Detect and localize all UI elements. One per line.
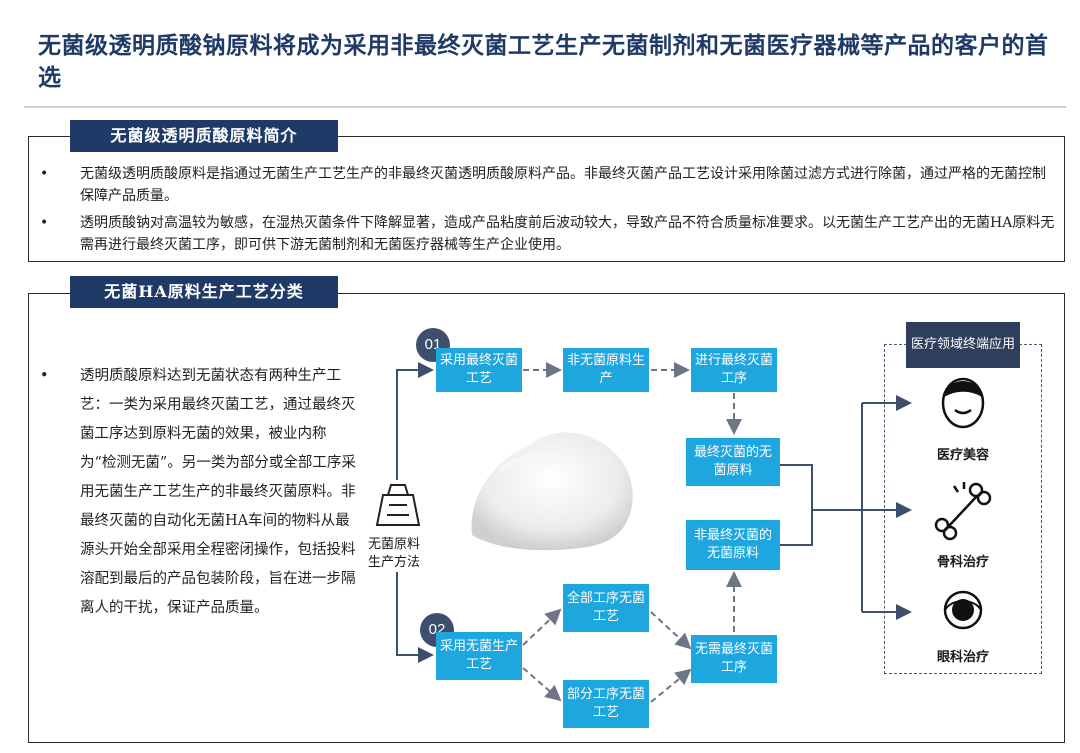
- node-aseptic-process: 采用无菌生产工艺: [436, 632, 522, 680]
- link-r2-d: [650, 668, 692, 703]
- node-terminal-process: 采用最终灭菌工艺: [436, 348, 522, 392]
- link-r2-c: [650, 611, 692, 650]
- app-label-orthopedics: 骨科治疗: [936, 555, 989, 570]
- process-bullet: • 透明质酸原料达到无菌状态有两种生产工艺：一类为采用最终灭菌工艺，通过最终灭菌…: [40, 362, 360, 623]
- intro-panel: [28, 136, 1065, 262]
- app-label-aesthetics: 医疗美容: [936, 448, 989, 463]
- process-section-tag: 无菌HA原料生产工艺分类: [70, 276, 338, 308]
- page-title: 无菌级透明质酸钠原料将成为采用非最终灭菌工艺生产无菌制剂和无菌医疗器械等产品的客…: [38, 32, 1049, 91]
- node-do-terminal: 进行最终灭菌工序: [691, 348, 777, 392]
- bone-icon: [934, 482, 992, 541]
- face-icon: [941, 377, 985, 429]
- route1-arrow: [396, 362, 434, 480]
- title-divider: [24, 106, 1066, 108]
- intro-bullet-1: • 无菌级透明质酸原料是指通过无菌生产工艺生产的非最终灭菌透明质酸原料产品。非最…: [40, 163, 1055, 207]
- applications-header: 医疗领域终端应用: [906, 322, 1020, 368]
- intro-bullet-2-text: 透明质酸钠对高温较为敏感，在湿热灭菌条件下降解显著，造成产品粘度前后波动较大，导…: [80, 215, 1055, 253]
- node-non-sterile-raw: 非无菌原料生产: [563, 348, 649, 392]
- applications-frame: [884, 344, 1042, 674]
- bullet-dot: •: [40, 166, 49, 182]
- bullet-dot: •: [40, 368, 49, 384]
- node-terminal-raw: 最终灭菌的无菌原料: [686, 438, 780, 486]
- link-r2-b: [522, 667, 562, 702]
- process-bullet-text: 透明质酸原料达到无菌状态有两种生产工艺：一类为采用最终灭菌工艺，通过最终灭菌工序…: [80, 368, 356, 616]
- route2-arrow: [396, 572, 434, 663]
- link-r2-a: [522, 608, 562, 646]
- node-all-steps: 全部工序无菌工艺: [563, 584, 649, 632]
- intro-bullet-2: • 透明质酸钠对高温较为敏感，在湿热灭菌条件下降解显著，造成产品粘度前后波动较大…: [40, 212, 1055, 256]
- intro-section-tag: 无菌级透明质酸原料简介: [70, 120, 338, 152]
- eye-icon: [943, 590, 983, 630]
- app-label-ophthalmology: 眼科治疗: [936, 650, 989, 665]
- intro-bullet-1-text: 无菌级透明质酸原料是指通过无菌生产工艺生产的非最终灭菌透明质酸原料产品。非最终灭…: [80, 166, 1046, 204]
- source-label: 无菌原料生产方法: [367, 537, 420, 570]
- powder-image: [471, 432, 633, 551]
- bullet-dot: •: [40, 215, 49, 231]
- merge-top: [780, 464, 813, 510]
- node-partial-steps: 部分工序无菌工艺: [563, 680, 649, 728]
- sack-icon: [375, 484, 421, 526]
- node-non-terminal-raw: 非最终灭菌的无菌原料: [686, 520, 780, 570]
- node-no-terminal: 无需最终灭菌工序: [691, 635, 777, 683]
- merge-bottom: [780, 510, 813, 546]
